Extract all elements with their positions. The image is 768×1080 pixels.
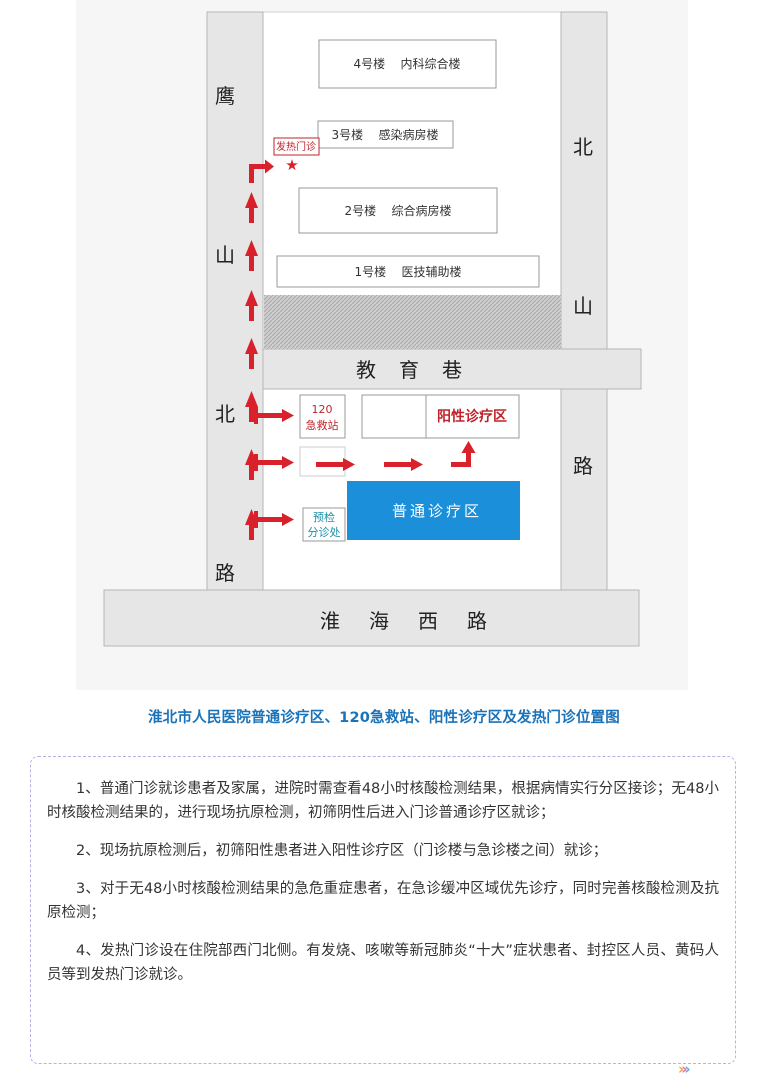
more-arrows-icon: ›››: [678, 1060, 691, 1078]
general-zone-label: 普通诊疗区: [392, 502, 482, 520]
building-2-label: 2号楼 综合病房楼: [345, 203, 452, 218]
east-road-char: 路: [573, 454, 593, 478]
fever-clinic-box: [273, 137, 320, 156]
south-road-char: 海: [369, 609, 389, 633]
building-3: [317, 120, 454, 149]
west-road-char: 路: [215, 561, 235, 585]
east-road-char: 山: [573, 294, 593, 318]
hospital-location-map: 鹰 山 北 路 北 山 路 教 育 巷 淮 海 西 路 4号楼 内科综合楼 3号…: [103, 11, 642, 647]
emergency-station-label: 急救站: [306, 418, 339, 432]
empty-building: [361, 394, 427, 439]
note-item: 4、发热门诊设在住院部西门北侧。有发烧、咳嗽等新冠肺炎“十大”症状患者、封控区人…: [47, 943, 719, 983]
building-1: [276, 255, 540, 288]
fever-clinic-star-icon: ★: [285, 156, 298, 174]
east-road-char: 北: [573, 135, 593, 159]
lane-char: 育: [399, 358, 419, 382]
right-arrow-icon: [254, 454, 294, 471]
building-2: [298, 187, 498, 234]
south-road: [103, 589, 640, 647]
hatched-area: [264, 295, 561, 349]
corner-up-arrow-icon: [451, 441, 476, 467]
up-arrow-icon: [245, 290, 258, 321]
map-caption: 淮北市人民医院普通诊疗区、120急救站、阳性诊疗区及发热门诊位置图: [148, 710, 620, 726]
entrance-box: [299, 446, 346, 477]
east-road: [560, 11, 608, 591]
middle-lane: [262, 348, 642, 390]
positive-zone-label: 阳性诊疗区: [437, 408, 507, 425]
triage-label-1: 预检: [313, 510, 335, 524]
triage-label-2: 分诊处: [308, 525, 341, 539]
general-zone-box: [347, 481, 520, 540]
up-arrow-icon: [245, 240, 258, 271]
lane-char: 巷: [442, 358, 462, 382]
fever-clinic-label: 发热门诊: [276, 140, 316, 153]
up-arrow-icon: [245, 391, 258, 422]
note-item: 2、现场抗原检测后，初筛阳性患者进入阳性诊疗区（门诊楼与急诊楼之间）就诊；: [76, 843, 608, 859]
west-road-char: 鹰: [215, 84, 235, 108]
corner-arrow-icon: [249, 159, 274, 183]
building-4-label: 4号楼 内科综合楼: [354, 56, 461, 71]
lane-char: 教: [356, 358, 376, 382]
route-arrows: [245, 159, 476, 540]
right-arrow-icon: [254, 511, 294, 528]
note-item: 3、对于无48小时核酸检测结果的急危重症患者，在急诊缓冲区域优先诊疗，同时完善核…: [47, 881, 719, 921]
building-1-label: 1号楼 医技辅助楼: [355, 264, 462, 279]
south-road-char: 淮: [320, 609, 340, 633]
emergency-station-box: [299, 394, 346, 439]
emergency-station-number: 120: [312, 403, 333, 416]
right-arrow-icon: [316, 458, 355, 471]
south-road-char: 路: [467, 609, 487, 633]
triage-box: [302, 507, 346, 542]
notes-box: 1、普通门诊就诊患者及家属，进院时需查看48小时核酸检测结果，根据病情实行分区接…: [30, 756, 736, 1064]
west-road-char: 北: [215, 402, 235, 426]
up-arrow-icon: [245, 338, 258, 369]
right-arrow-icon: [254, 407, 294, 424]
building-3-label: 3号楼 感染病房楼: [332, 127, 439, 142]
positive-zone-box: [425, 394, 520, 439]
south-road-char: 西: [418, 609, 438, 633]
note-item: 1、普通门诊就诊患者及家属，进院时需查看48小时核酸检测结果，根据病情实行分区接…: [47, 781, 719, 821]
up-arrow-icon: [245, 192, 258, 223]
right-arrow-icon: [384, 458, 423, 471]
building-4: [318, 39, 497, 89]
west-road-char: 山: [215, 243, 235, 267]
